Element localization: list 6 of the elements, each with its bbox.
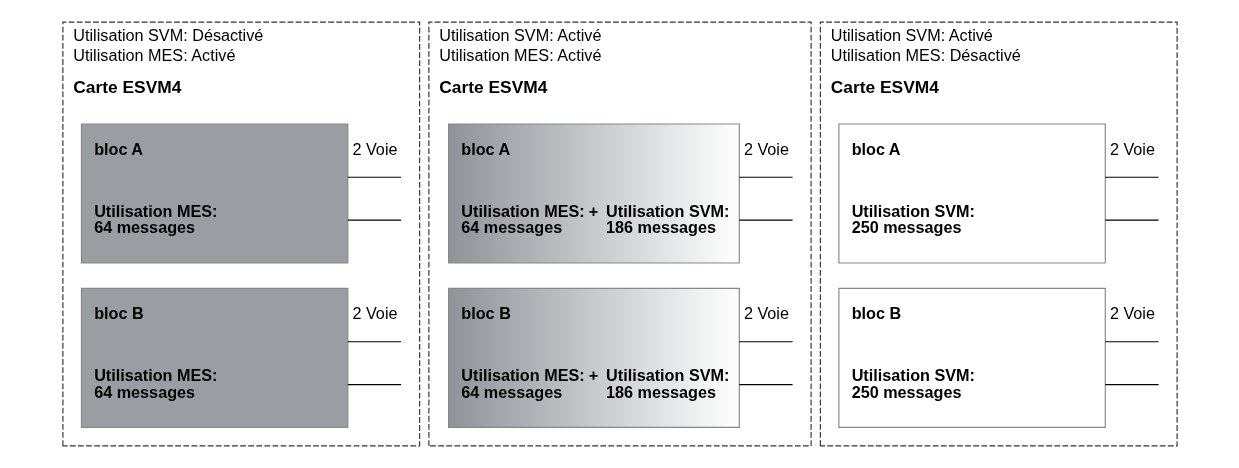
node-label: 2 Voie [1109, 304, 1155, 323]
node-label: 2 Voie [743, 304, 789, 323]
node-label: 2 Voie [1109, 139, 1155, 158]
node-label: 2 Voie [743, 139, 789, 158]
node-label: 2 Voie [351, 304, 398, 323]
node-label: 2 Voie [351, 139, 398, 158]
